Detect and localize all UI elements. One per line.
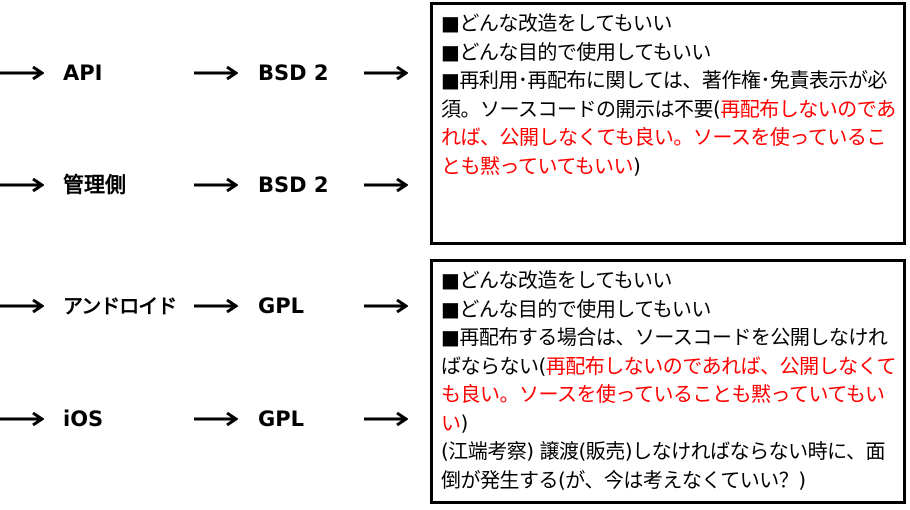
bsd-description-box: ■どんな改造をしてもいい ■どんな目的で使用してもいい ■再利用･再配布に関して…: [430, 2, 906, 245]
gpl-consideration-note: (江端考察) 譲渡(販売)しなければならない時に、面倒が発生する(が、今は考えな…: [441, 439, 885, 492]
bsd-redistribution-note: 再配布しないのであれば、公開しなくても良い。ソースを使っていることも黙っていても…: [441, 96, 896, 178]
bsd-close-paren: ): [633, 153, 641, 178]
right-arrow-icon: [364, 66, 408, 80]
right-arrow-icon: [364, 412, 408, 426]
right-arrow-icon: [364, 178, 408, 192]
license-label-gpl: GPL: [258, 407, 305, 431]
license-label-bsd: BSD 2: [258, 61, 329, 85]
right-arrow-icon: [0, 412, 44, 426]
gpl-item-modify: ■どんな改造をしてもいい: [441, 268, 672, 292]
gpl-redistribution-note: 再配布しないのであれば、公開しなくても良い。ソースを使っていることも黙っていても…: [441, 353, 897, 435]
right-arrow-icon: [194, 412, 238, 426]
source-label-ios: iOS: [63, 407, 104, 431]
gpl-redistribution-text: ■再配布する場合は、ソースコードを公開しなければならない(: [441, 325, 888, 378]
bsd-item-redistribution: ■再利用･再配布に関しては、著作権･免責表示が必須。ソースコードの開示は不要(再…: [441, 66, 897, 180]
gpl-item-purpose: ■どんな目的で使用してもいい: [441, 296, 711, 321]
license-label-bsd: BSD 2: [258, 173, 329, 197]
right-arrow-icon: [364, 299, 408, 313]
source-label-api: API: [63, 61, 103, 85]
source-label-android: アンドロイド: [63, 294, 177, 318]
right-arrow-icon: [0, 66, 44, 80]
right-arrow-icon: [0, 178, 44, 192]
bsd-item-purpose: ■どんな目的で使用してもいい: [441, 39, 711, 64]
bsd-redistribution-text: ■再利用･再配布に関しては、著作権･免責表示が必須。ソースコードの開示は不要(: [441, 68, 887, 121]
gpl-close-paren: ): [460, 410, 469, 435]
right-arrow-icon: [194, 66, 238, 80]
right-arrow-icon: [194, 299, 238, 313]
gpl-item-redistribution: ■再配布する場合は、ソースコードを公開しなければならない(再配布しないのであれば…: [441, 323, 897, 437]
license-label-gpl: GPL: [258, 294, 305, 318]
bsd-item-modify: ■どんな改造をしてもいい: [441, 11, 672, 35]
right-arrow-icon: [0, 299, 44, 313]
source-label-admin: 管理側: [63, 173, 126, 197]
right-arrow-icon: [194, 178, 238, 192]
gpl-description-box: ■どんな改造をしてもいい ■どんな目的で使用してもいい ■再配布する場合は、ソー…: [430, 259, 906, 504]
